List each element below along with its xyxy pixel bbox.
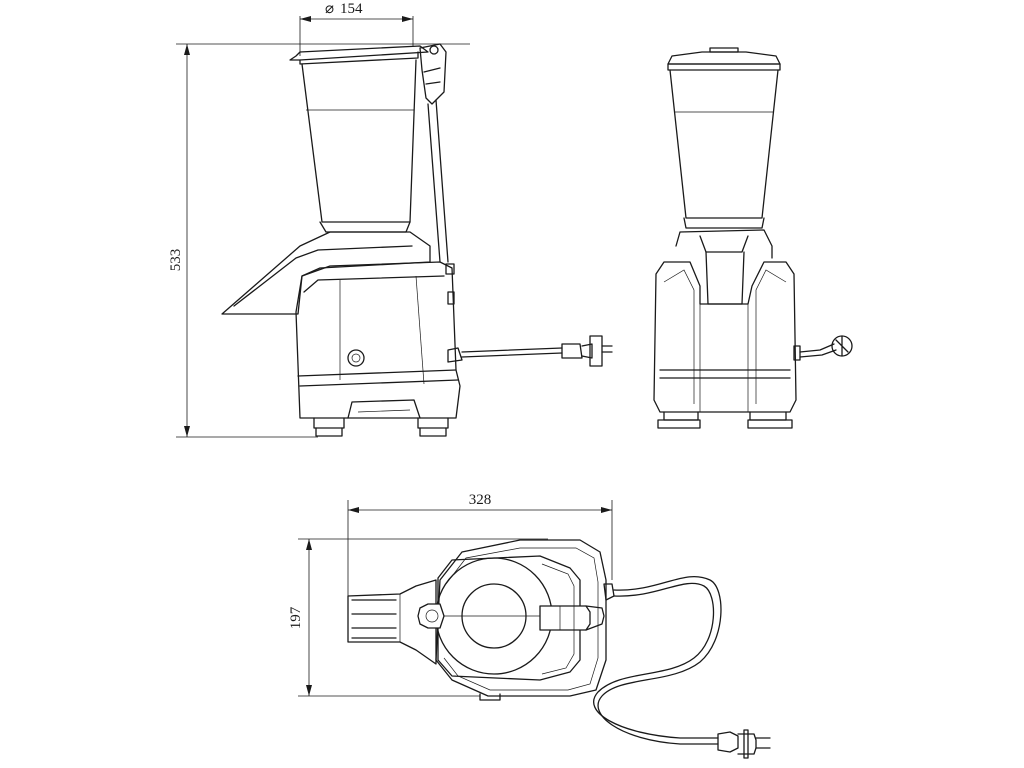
jar-diameter-label: 154: [340, 1, 363, 17]
jar-diameter-dimension: ⌀ 154: [299, 1, 414, 56]
width-dimension-label: 328: [469, 492, 492, 508]
side-view: 533 ⌀ 154: [168, 1, 613, 438]
depth-dimension-label: 197: [288, 606, 304, 629]
width-dimension: 328: [347, 492, 613, 596]
diameter-symbol: ⌀: [325, 1, 334, 17]
top-view: 328 197: [288, 492, 771, 759]
height-dimension-label: 533: [168, 249, 184, 272]
depth-dimension: 197: [288, 538, 548, 697]
front-view: [653, 47, 853, 429]
height-dimension: 533: [168, 43, 470, 438]
